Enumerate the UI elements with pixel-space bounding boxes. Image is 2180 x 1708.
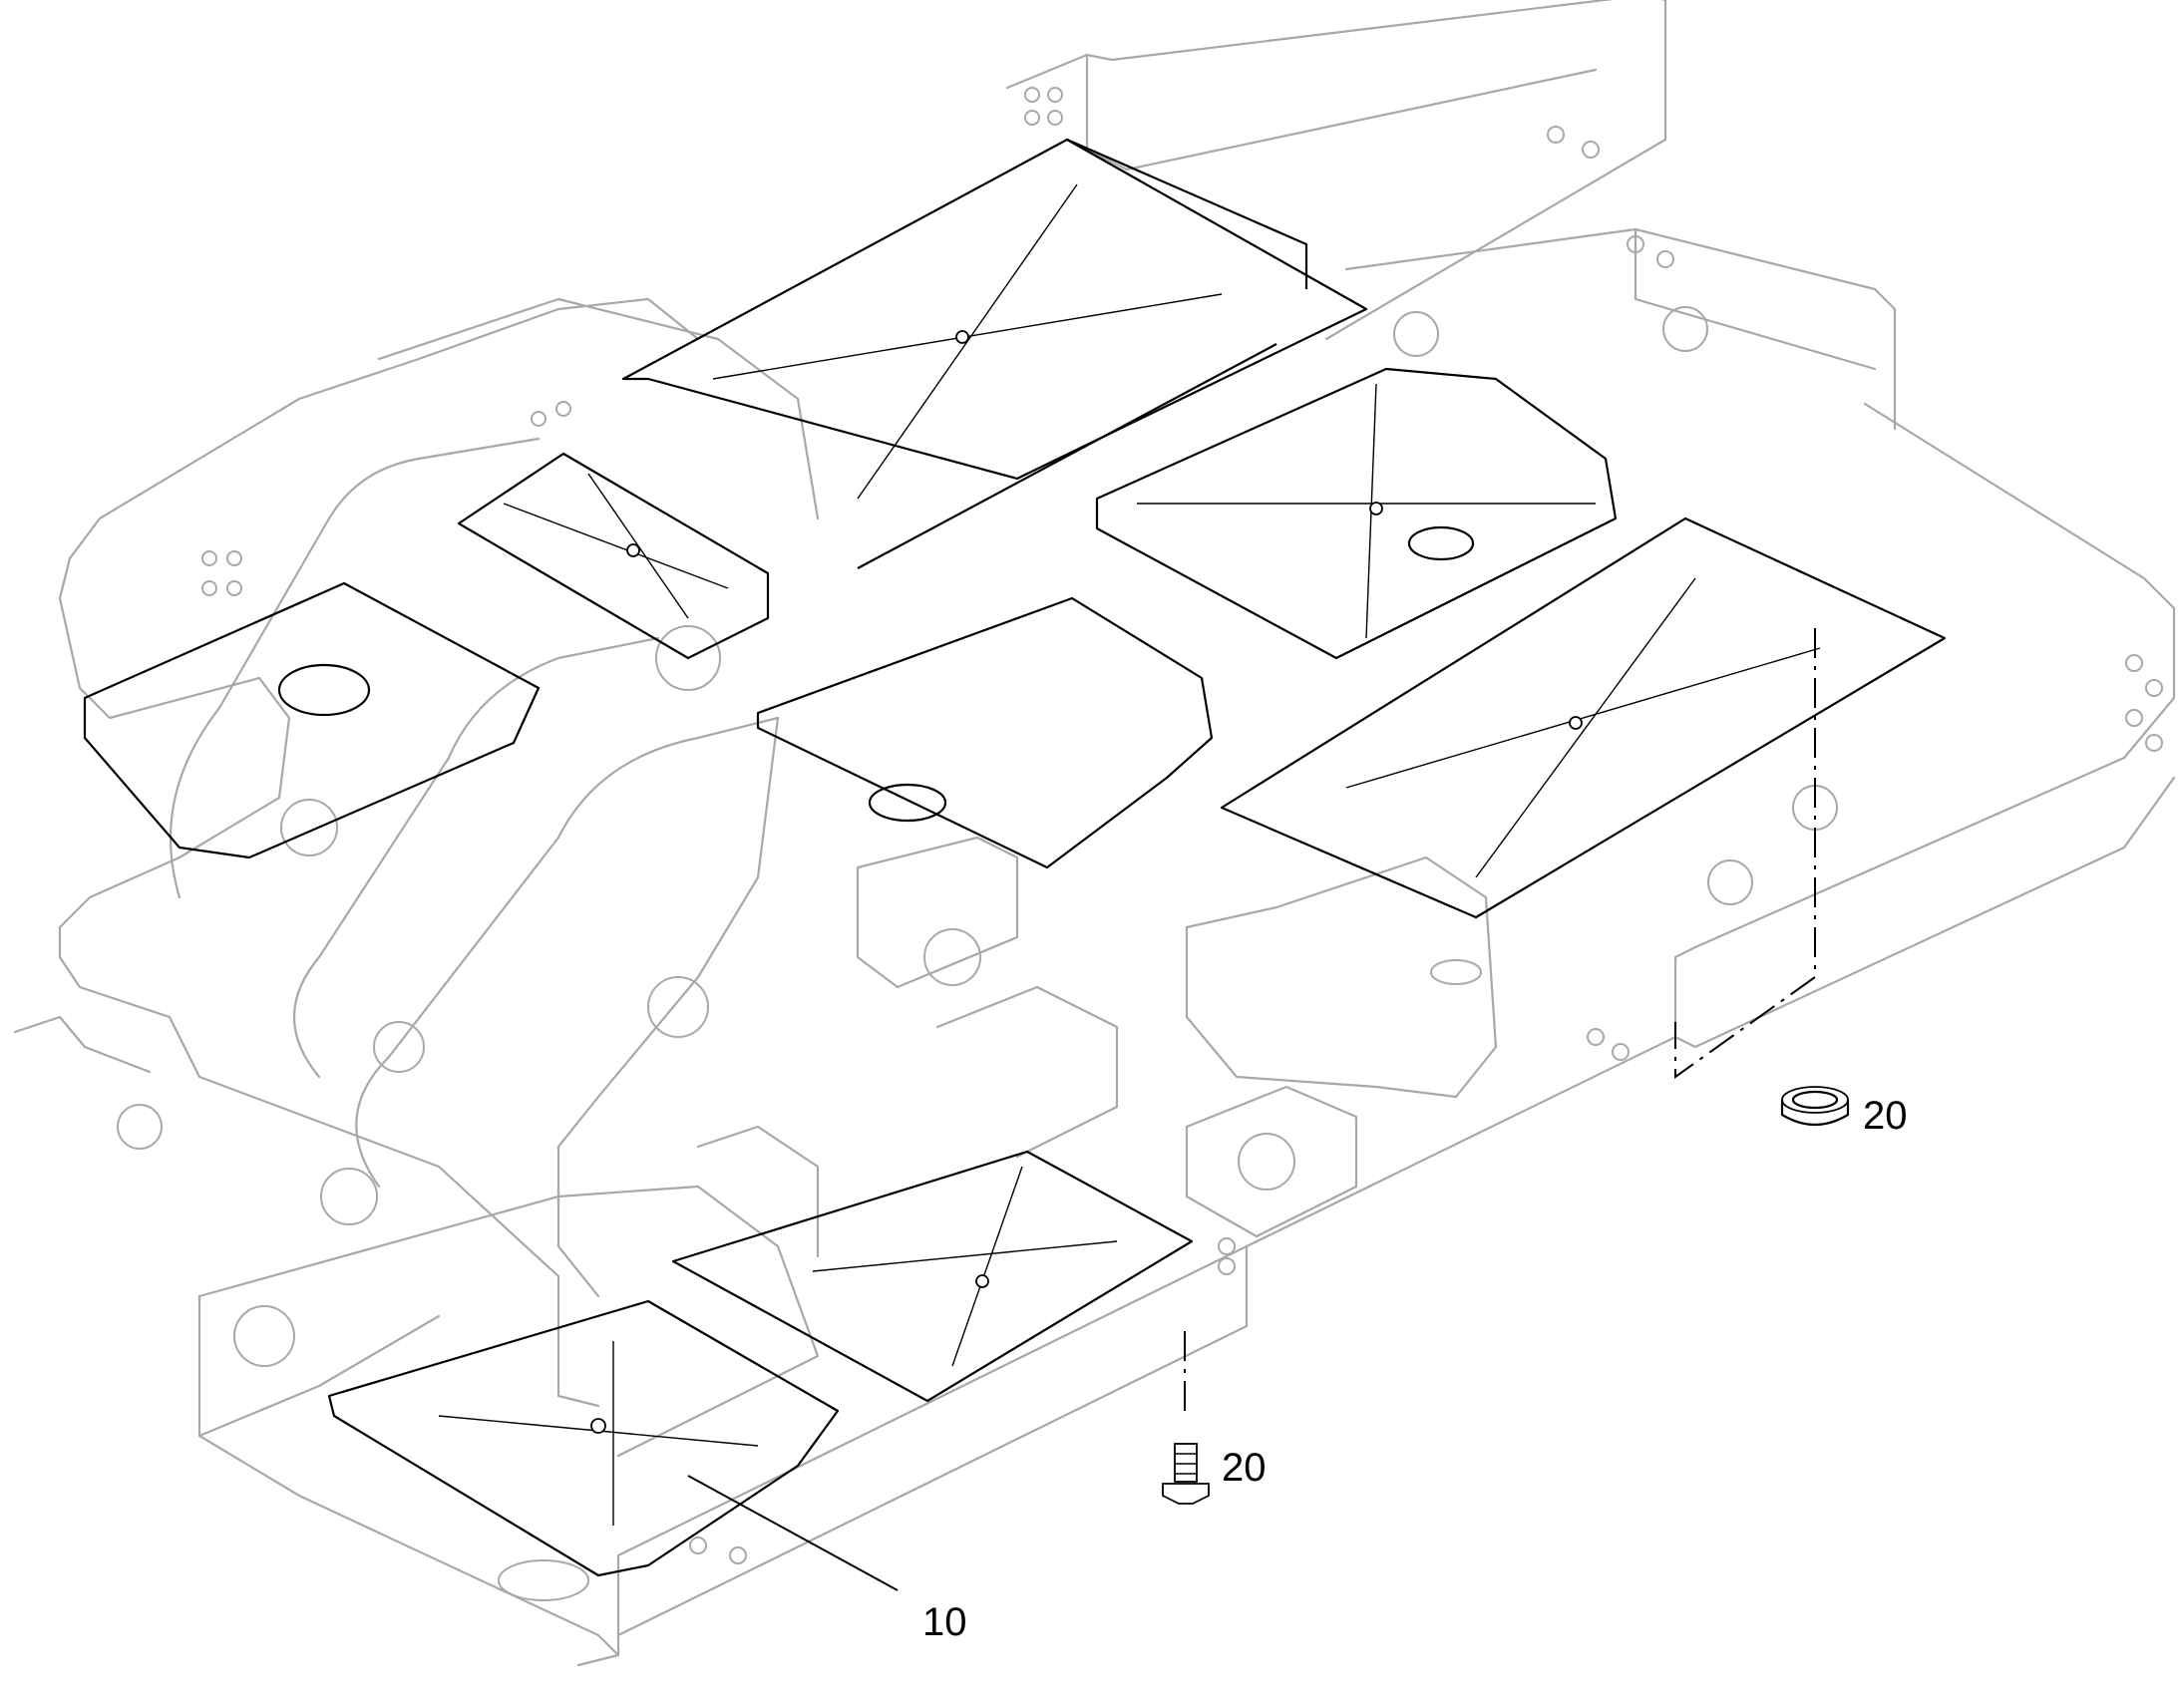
cover-plate-left <box>83 581 541 859</box>
cover-plate-top-right <box>1095 367 1618 660</box>
cover-plate-front-left-part-10 <box>327 1299 840 1577</box>
callout-part-20-bolt: 20 <box>1222 1446 1267 1490</box>
callout-part-10: 10 <box>922 1600 967 1644</box>
grommet-part-20 <box>1674 628 1850 1126</box>
bolt-part-20 <box>1162 1331 1210 1505</box>
cover-plate-center <box>756 596 1214 869</box>
leader-line-part-10 <box>687 1475 899 1591</box>
cover-plate-small-left <box>457 452 770 660</box>
cover-plate-front-center <box>671 1150 1194 1403</box>
cover-plate-right <box>1220 516 1947 919</box>
cover-plate-top-rear <box>621 138 1368 569</box>
callout-part-20-grommet: 20 <box>1863 1094 1908 1138</box>
upper-frame-structure <box>13 0 2176 1667</box>
frame-bolt-holes <box>117 87 2163 1601</box>
